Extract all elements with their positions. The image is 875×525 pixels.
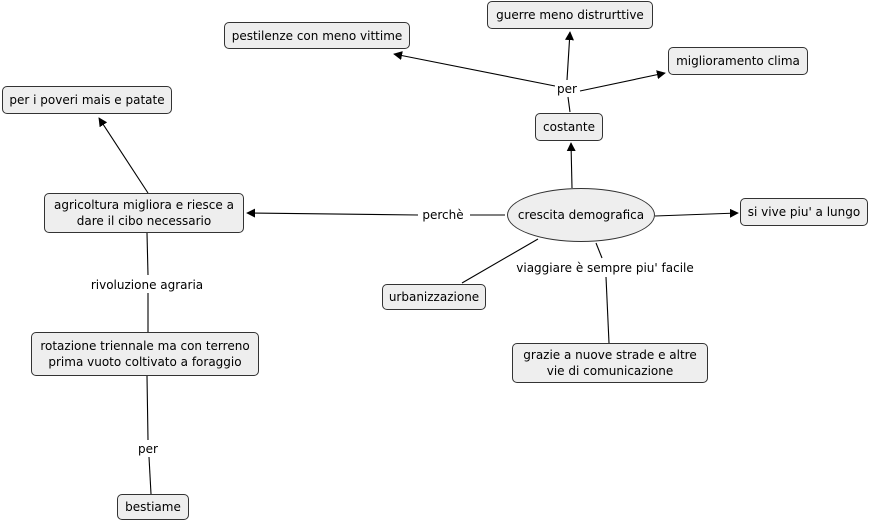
node-poveri[interactable]: per i poveri mais e patate — [2, 86, 172, 114]
link-viaggiare-strade — [605, 276, 610, 344]
link-center-vive — [654, 208, 739, 218]
node-agricoltura[interactable]: agricoltura migliora e riesce a dare il … — [44, 193, 244, 233]
link-agricoltura-poveri — [98, 117, 149, 194]
node-guerre[interactable]: guerre meno distrurttive — [487, 1, 653, 29]
link-center-viaggiare — [595, 242, 603, 259]
link-center-urbanizzazione — [461, 238, 539, 284]
node-pestilenze[interactable]: pestilenze con meno vittime — [224, 22, 410, 49]
node-costante[interactable]: costante — [535, 113, 603, 141]
link-per-bestiame — [148, 456, 152, 495]
node-urbanizzazione[interactable]: urbanizzazione — [382, 284, 486, 310]
node-si-vive[interactable]: si vive piu' a lungo — [740, 198, 868, 226]
link-rotazione-per — [146, 375, 149, 441]
link-label-per-bottom: per — [136, 442, 160, 456]
link-label-per-top: per — [555, 82, 579, 96]
link-label-perche: perchè — [420, 208, 466, 222]
link-center-costante — [566, 142, 576, 189]
link-agricoltura-rivoluzione — [146, 232, 149, 276]
link-per-guerre — [565, 31, 574, 81]
link-per-pestilenze — [393, 51, 556, 87]
node-bestiame[interactable]: bestiame — [117, 494, 189, 520]
link-per-clima — [579, 70, 666, 92]
link-label-rivoluzione-agraria: rivoluzione agraria — [88, 278, 206, 292]
link-perche-agricoltura — [246, 208, 419, 218]
link-costante-per — [567, 96, 571, 113]
node-crescita-demografica[interactable]: crescita demografica — [507, 188, 655, 242]
node-strade[interactable]: grazie a nuove strade e altre vie di com… — [512, 343, 708, 383]
link-label-viaggiare: viaggiare è sempre piu' facile — [514, 261, 696, 275]
node-miglioramento-clima[interactable]: miglioramento clima — [668, 47, 808, 75]
node-rotazione[interactable]: rotazione triennale ma con terreno prima… — [31, 332, 259, 376]
